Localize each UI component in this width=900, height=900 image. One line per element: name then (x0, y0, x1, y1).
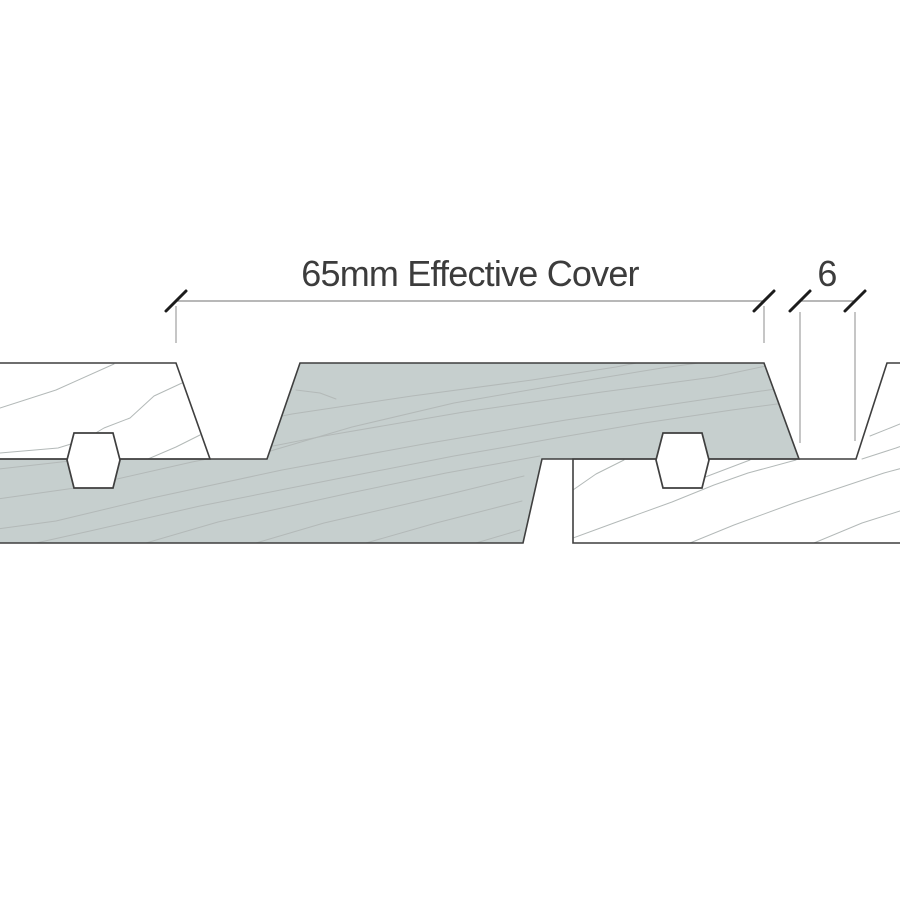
dimension-effective-cover: 65mm Effective Cover (164, 253, 776, 343)
board-fills (0, 363, 900, 543)
dim-tick (164, 289, 188, 313)
adjacent-board-right (573, 363, 900, 543)
gap-label: 6 (817, 253, 836, 294)
highlighted-board (0, 363, 799, 543)
wood-grain-left (0, 363, 201, 459)
wood-grain-right (573, 419, 900, 543)
effective-cover-label: 65mm Effective Cover (301, 253, 639, 294)
adjacent-board-left (0, 363, 210, 459)
board-outlines (0, 362, 900, 544)
fixing-hex-left (66, 432, 121, 489)
dimension-gap: 6 (788, 253, 867, 443)
dim-tick (788, 289, 812, 313)
fixings (66, 432, 710, 489)
dim-tick (843, 289, 867, 313)
fixing-hex-right (655, 432, 710, 489)
dim-tick (752, 289, 776, 313)
adjacent-board-right-outline (572, 362, 900, 544)
